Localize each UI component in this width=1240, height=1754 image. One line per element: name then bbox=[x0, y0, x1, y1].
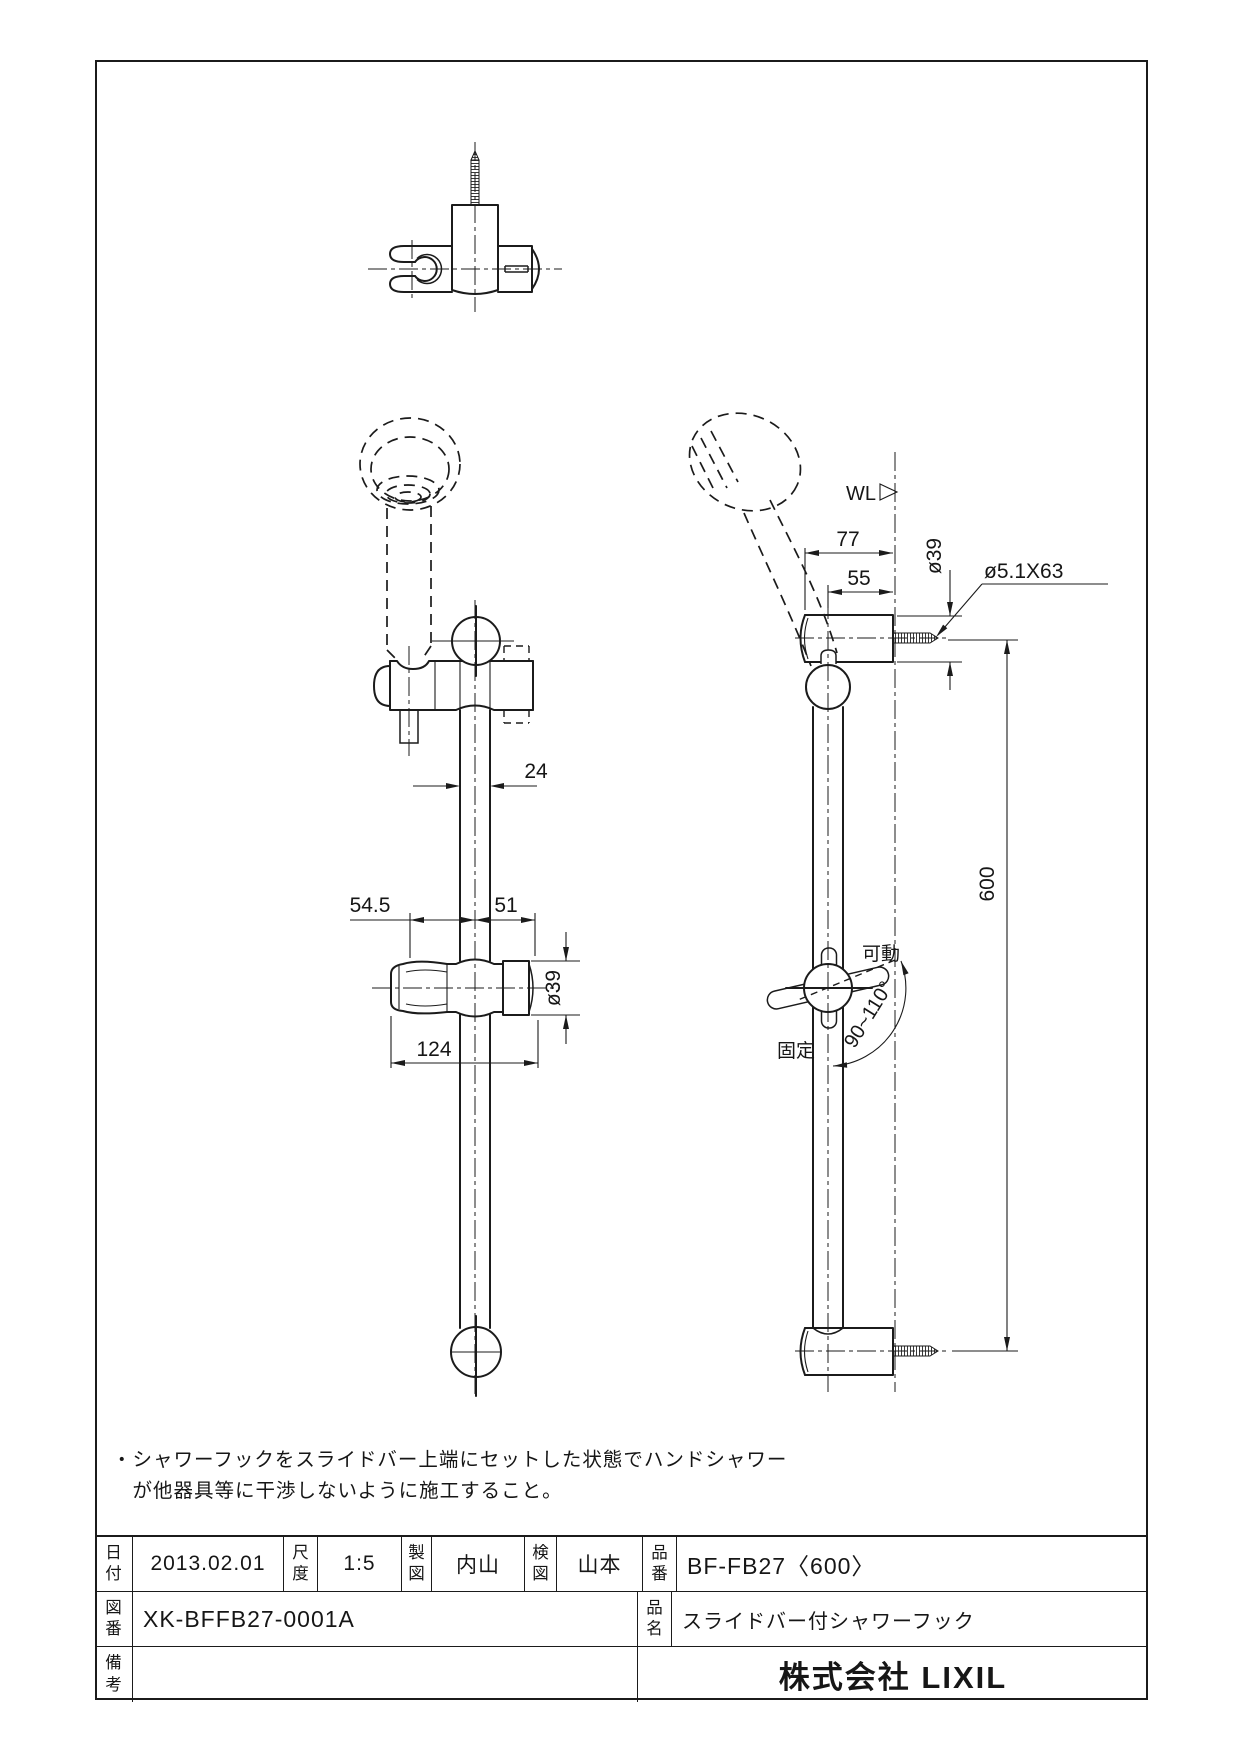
titleblock-drafter-value: 内山 bbox=[432, 1537, 525, 1591]
shower-hook-holder-front bbox=[373, 645, 534, 756]
dim-hook-overall: 124 bbox=[416, 1038, 451, 1061]
wall-line-label: WL bbox=[846, 483, 876, 505]
wall-line-triangle-icon bbox=[879, 483, 899, 501]
dim-hook-knob-dia: ø39 bbox=[542, 970, 565, 1006]
hand-shower-phantom-front bbox=[359, 417, 461, 661]
dim-bar-length: 600 bbox=[976, 866, 999, 901]
titleblock-date-value: 2013.02.01 bbox=[133, 1537, 284, 1591]
slide-bar-side bbox=[812, 706, 844, 1329]
dim-screw-spec: ø5.1X63 bbox=[984, 560, 1063, 583]
holder-knob-hidden-lines bbox=[503, 645, 530, 724]
titleblock-partno-label-cell: 品番 bbox=[643, 1537, 677, 1591]
drawing-frame-border bbox=[95, 60, 1148, 1700]
title-block-row-2: 図番 XK-BFFB27-0001A 品名 スライドバー付シャワーフック bbox=[95, 1592, 1148, 1647]
titleblock-drafter-label-cell: 製図 bbox=[402, 1537, 432, 1591]
fixed-label: 固定 bbox=[777, 1040, 815, 1062]
titleblock-partname-value: スライドバー付シャワーフック bbox=[682, 1610, 975, 1633]
swing-arc bbox=[832, 960, 907, 1067]
note-line-2: が他器具等に干渉しないように施工すること。 bbox=[112, 1480, 563, 1502]
title-block-row-1: 日付 2013.02.01 尺度 1:5 製図 内山 検図 山本 品番 BF-F… bbox=[95, 1537, 1148, 1592]
titleblock-scale-value: 1:5 bbox=[318, 1537, 402, 1591]
hook-prong-upper bbox=[389, 245, 453, 263]
hand-shower-phantom-side bbox=[688, 412, 838, 667]
titleblock-remarks-label-cell: 備考 bbox=[95, 1647, 133, 1702]
title-block: 日付 2013.02.01 尺度 1:5 製図 内山 検図 山本 品番 BF-F… bbox=[95, 1535, 1148, 1702]
movable-position-line bbox=[797, 959, 896, 1001]
titleblock-drawingno-label-cell: 図番 bbox=[95, 1592, 133, 1646]
top-wall-bracket-side bbox=[799, 614, 939, 663]
knob-slot bbox=[504, 265, 529, 273]
titleblock-drawingno-value: XK-BFFB27-0001A bbox=[133, 1592, 638, 1646]
front-view-slide-bar bbox=[359, 417, 560, 1398]
movable-label: 可動 bbox=[862, 943, 900, 965]
titleblock-scale-label-cell: 尺度 bbox=[284, 1537, 318, 1591]
titleblock-partno-value: BF-FB27〈600〉 bbox=[687, 1553, 876, 1579]
dim-bar-width: 24 bbox=[524, 760, 548, 783]
dim-top-offset: 77 bbox=[836, 528, 859, 551]
note-line-1: ・シャワーフックをスライドバー上端にセットした状態でハンドシャワー bbox=[112, 1449, 788, 1471]
titleblock-date-label-cell: 日付 bbox=[95, 1537, 133, 1591]
company-logo: 株式会社 LIXIL bbox=[778, 1660, 1008, 1695]
dim-hook-right: 51 bbox=[494, 894, 517, 917]
slide-bar-front bbox=[459, 709, 491, 1329]
dim-bracket-dia: ø39 bbox=[923, 538, 946, 574]
side-view-slide-bar bbox=[688, 412, 948, 1392]
titleblock-checker-value: 山本 bbox=[557, 1537, 643, 1591]
title-block-row-3: 備考 株式会社 LIXIL bbox=[95, 1647, 1148, 1702]
bottom-mounting-screw bbox=[892, 1345, 939, 1357]
hook-body-top-view bbox=[451, 204, 499, 295]
top-mounting-screw bbox=[892, 632, 939, 644]
hook-prong-lower bbox=[389, 275, 453, 293]
titleblock-checker-label-cell: 検図 bbox=[525, 1537, 557, 1591]
top-view-shower-hook bbox=[368, 142, 562, 312]
titleblock-partname-label-cell: 品名 bbox=[638, 1592, 672, 1646]
titleblock-remarks-value bbox=[133, 1647, 638, 1702]
dim-hook-offset: 55 bbox=[847, 567, 870, 590]
dim-hook-left: 54.5 bbox=[350, 894, 391, 917]
dimension-annotations: 24 54.5 51 ø39 124 77 bbox=[350, 483, 1108, 1352]
